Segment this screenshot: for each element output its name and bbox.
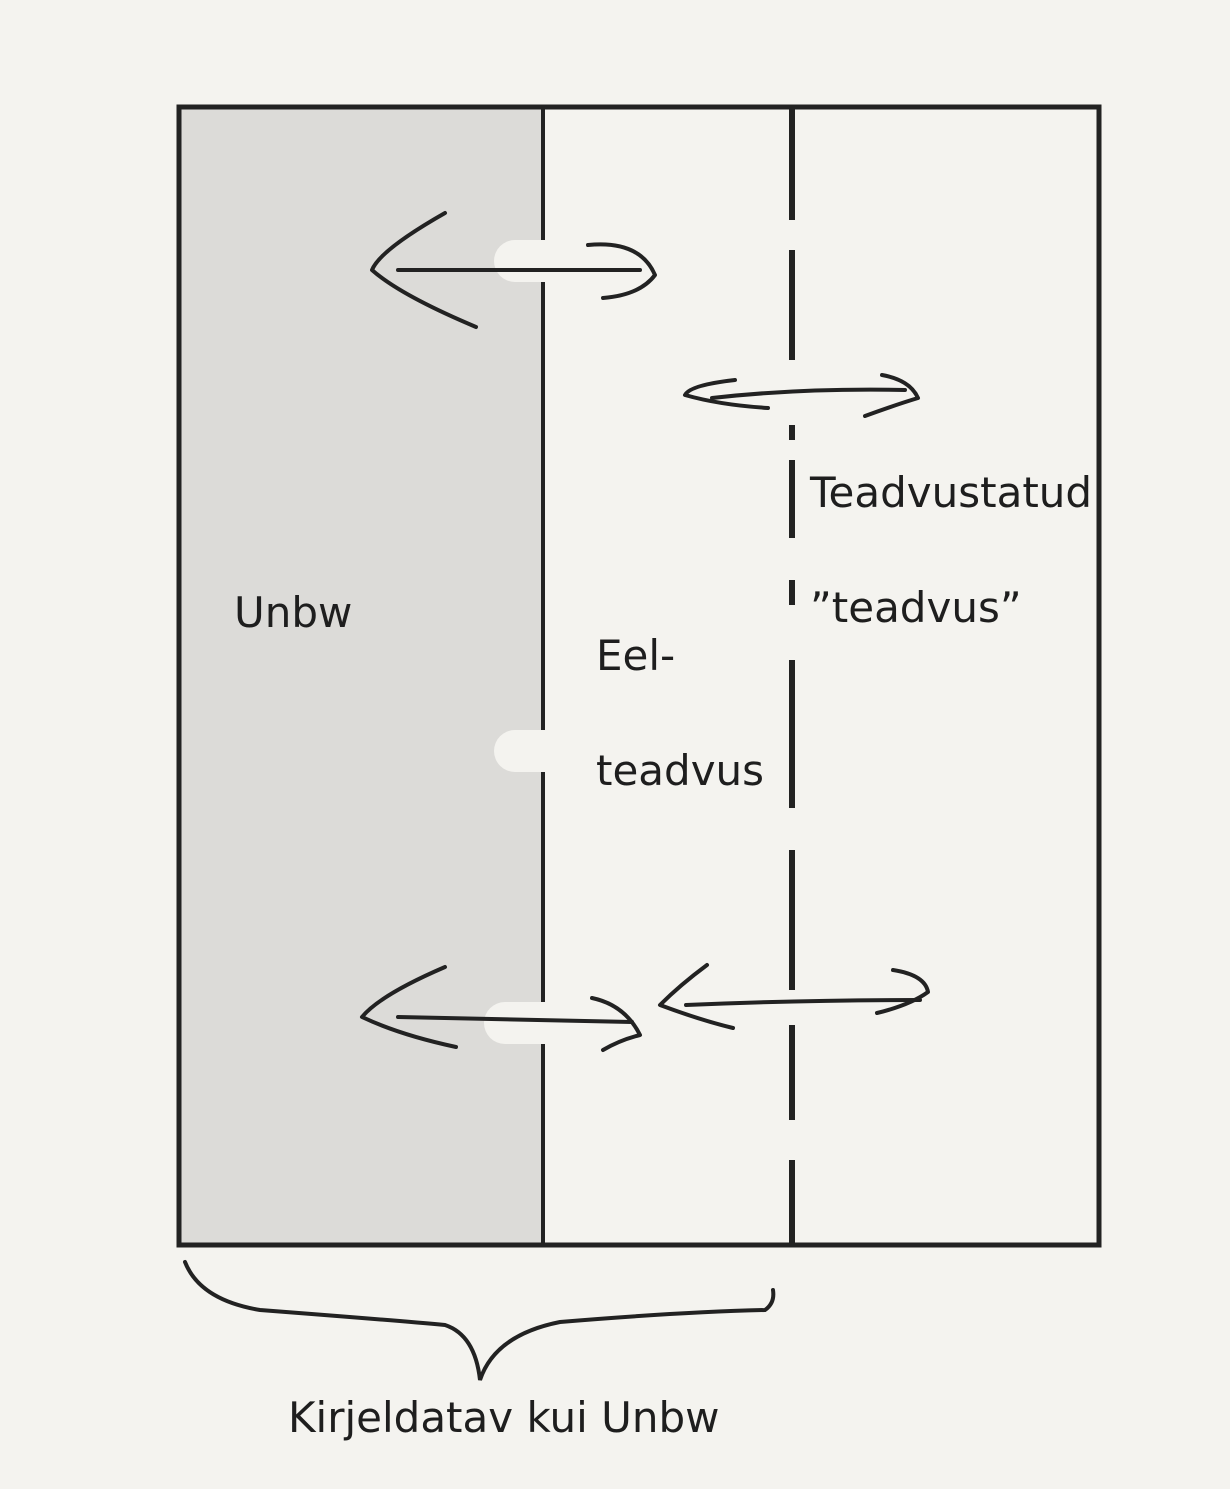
boundary-notch-top (494, 240, 548, 282)
label-preconscious-line2: teadvus (596, 746, 765, 795)
label-conscious-line1: Teadvustatud (810, 468, 1093, 517)
boundary-notch-bottom (484, 1002, 548, 1044)
unconscious-region (180, 108, 543, 1245)
boundary-notch-middle (494, 730, 548, 772)
double-arrow-bottom-right (658, 963, 930, 1030)
double-arrow-top-left (370, 211, 657, 329)
curly-brace (183, 1260, 776, 1381)
label-preconscious-line1: Eel- (596, 631, 676, 680)
brace-caption: Kirjeldatav kui Unbw (288, 1393, 720, 1442)
double-arrow-bottom-left (360, 965, 642, 1052)
label-unconscious: Unbw (234, 588, 353, 637)
label-conscious-line2: ”teadvus” (810, 583, 1022, 632)
outer-box (176, 104, 1102, 1248)
double-arrow-top-right (683, 373, 920, 418)
